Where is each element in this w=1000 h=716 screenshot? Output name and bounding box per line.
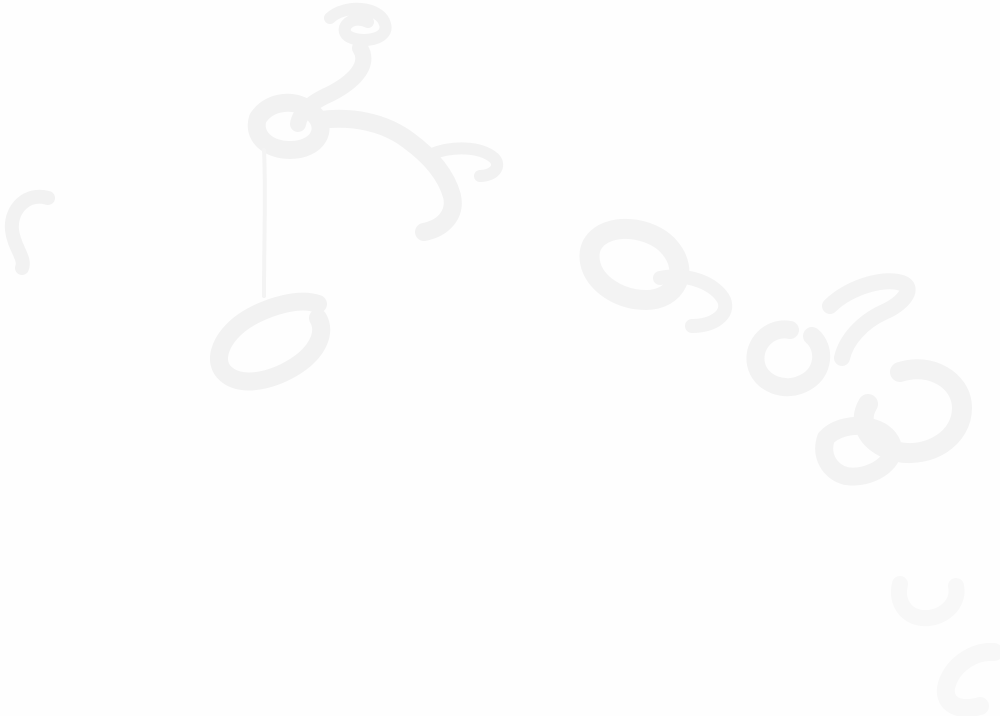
bottom-right-curl-mark [936,642,1000,716]
right-arc-mark [822,273,916,366]
right-blob-b-mark [746,320,830,397]
right-blob-a-mark [579,218,690,310]
right-blob-d-mark [815,417,902,486]
right-hook-mark [426,142,504,182]
upper-body-mark [247,93,330,159]
lower-flourish-mark [210,292,331,391]
top-loop-mark [324,2,392,46]
vertical-stem-mark [262,148,267,298]
lower-right-curl-mark [891,576,965,627]
left-curl-mark [4,189,55,275]
right-swoop-a-mark [653,269,733,333]
